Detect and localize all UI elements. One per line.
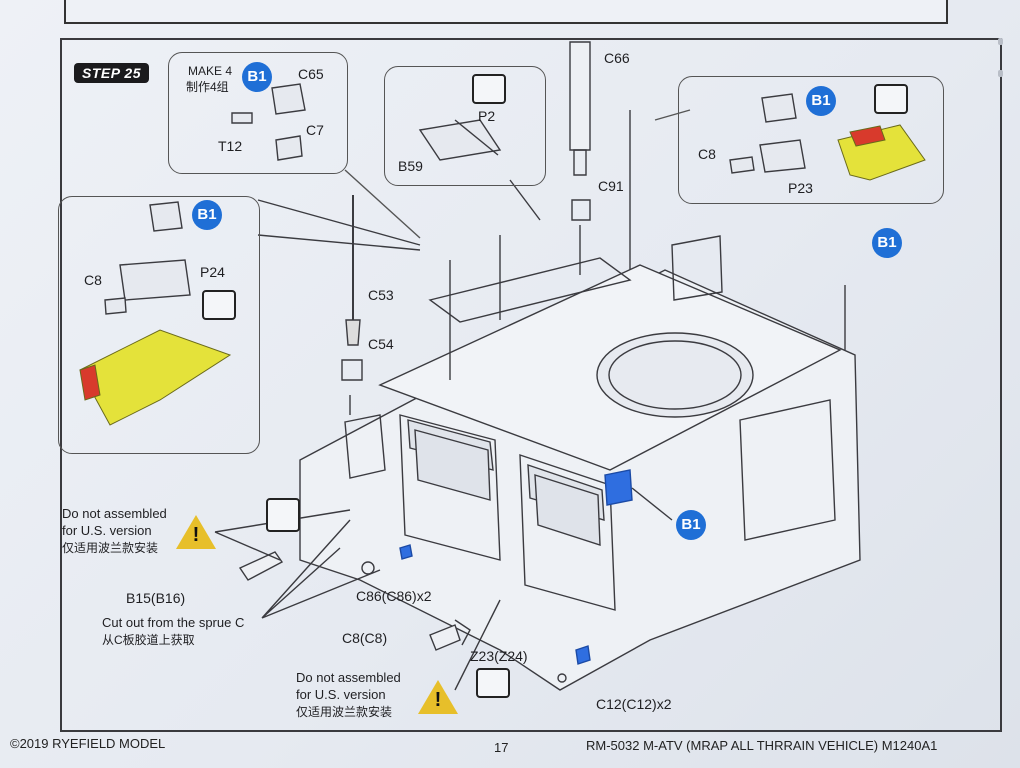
b1-badge: B1 (192, 200, 222, 230)
part-label-c12: C12(C12)x2 (596, 696, 672, 712)
part-label-c65: C65 (298, 66, 324, 82)
note-lower-line2: for U.S. version (296, 687, 386, 702)
note-sprue-line1: Cut out from the sprue C (102, 615, 245, 630)
knife-icon (266, 498, 300, 532)
step-panel (60, 38, 1002, 732)
note-upper-line2: for U.S. version (62, 523, 152, 538)
part-label-c91: C91 (598, 178, 624, 194)
warning-icon (418, 680, 458, 714)
part-label-c8: C8 (698, 146, 716, 162)
b1-badge: B1 (806, 86, 836, 116)
make4-label: MAKE 4 (188, 64, 233, 78)
glue-icon (202, 290, 236, 320)
note-lower-line1: Do not assembled (296, 670, 401, 685)
note-upper-line3: 仅适用波兰款安装 (62, 541, 159, 555)
part-label-c86: C86(C86)x2 (356, 588, 432, 604)
note-lower-line3: 仅适用波兰款安装 (296, 705, 393, 719)
part-label-c8: C8 (84, 272, 102, 288)
glue-icon (874, 84, 908, 114)
warning-mark: ! (434, 689, 442, 711)
callout-left-bracket (58, 196, 260, 454)
glue-icon (476, 668, 510, 698)
note-upper-line1: Do not assembled (62, 506, 167, 521)
part-label-p23: P23 (788, 180, 813, 196)
part-label-c53: C53 (368, 287, 394, 303)
part-label-c7: C7 (306, 122, 324, 138)
part-label-c8c8: C8(C8) (342, 630, 388, 646)
make4-label-cn: 制作4组 (186, 80, 229, 94)
part-label-p24: P24 (200, 264, 225, 280)
previous-step-panel (64, 0, 948, 24)
part-label-p2: P2 (478, 108, 496, 124)
copyright: ©2019 RYEFIELD MODEL (10, 736, 166, 751)
part-label-b15: B15(B16) (126, 590, 186, 606)
part-label-b59: B59 (398, 158, 423, 174)
warning-mark: ! (192, 524, 200, 546)
page-number: 17 (494, 740, 509, 755)
part-label-c54: C54 (368, 336, 394, 352)
model-title: RM-5032 M-ATV (MRAP ALL THRRAIN VEHICLE)… (586, 738, 938, 753)
b1-badge: B1 (676, 510, 706, 540)
part-label-z23: Z23(Z24) (470, 648, 528, 664)
step-title: STEP 25 (74, 63, 150, 83)
callout-make4 (168, 52, 348, 174)
punch-hole (998, 70, 1003, 77)
note-sprue-line2: 从C板胶道上获取 (102, 633, 195, 647)
glue-icon (472, 74, 506, 104)
callout-rear-right (678, 76, 944, 204)
b1-badge: B1 (242, 62, 272, 92)
part-label-c66: C66 (604, 50, 630, 66)
warning-icon (176, 515, 216, 549)
punch-hole (998, 38, 1003, 45)
part-label-t12: T12 (218, 138, 243, 154)
callout-plate (384, 66, 546, 186)
b1-badge: B1 (872, 228, 902, 258)
